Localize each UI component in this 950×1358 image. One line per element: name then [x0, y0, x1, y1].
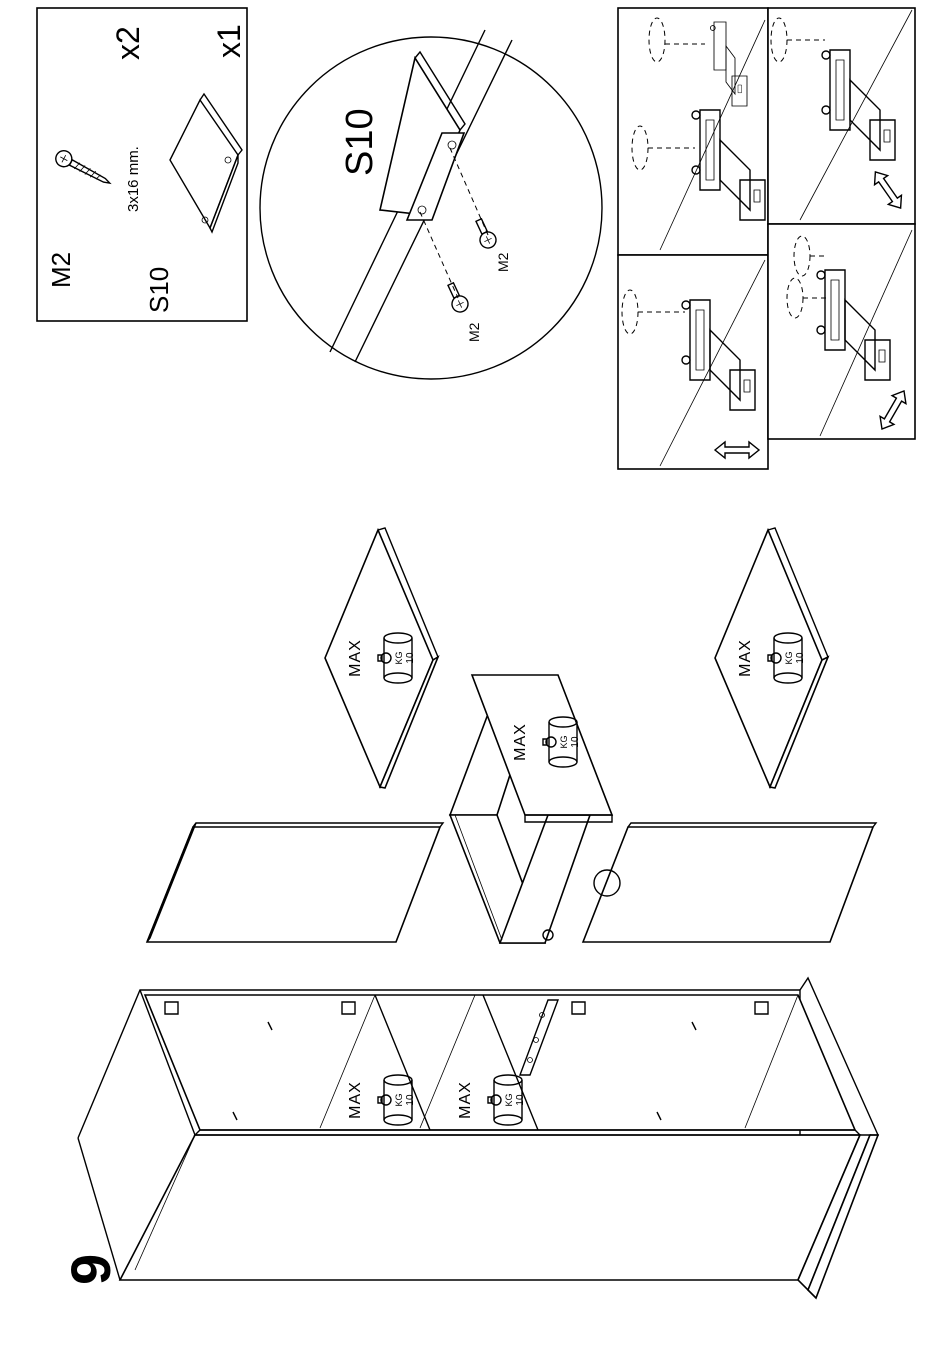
screw-code-label: M2 — [46, 252, 76, 288]
svg-text:KG: KG — [394, 1093, 404, 1106]
svg-text:MAX: MAX — [347, 639, 364, 677]
svg-text:KG: KG — [559, 735, 569, 748]
screw-size-label: 3x16 mm. — [125, 146, 142, 212]
svg-text:MAX: MAX — [737, 639, 754, 677]
hinge-adjustment-panels — [618, 8, 915, 469]
detail-screw-label-2: M2 — [466, 322, 482, 342]
svg-text:MAX: MAX — [457, 1081, 474, 1119]
svg-text:KG: KG — [784, 651, 794, 664]
svg-text:10: 10 — [515, 1094, 526, 1106]
svg-text:MAX: MAX — [347, 1081, 364, 1119]
drawer: MAX KG 10 — [450, 675, 612, 943]
shelf-bracket-detail — [380, 52, 465, 220]
svg-text:10: 10 — [405, 652, 416, 664]
detail-magnifier: S10 M2 M2 — [260, 30, 602, 379]
svg-text:10: 10 — [405, 1094, 416, 1106]
bracket-code-label: S10 — [144, 267, 174, 313]
svg-text:10: 10 — [570, 736, 581, 748]
svg-text:KG: KG — [394, 651, 404, 664]
svg-text:10: 10 — [795, 652, 806, 664]
shelf-top: MAX KG 10 — [325, 528, 438, 788]
door-right — [583, 823, 876, 942]
shelf-right: MAX KG 10 — [715, 528, 828, 788]
svg-text:KG: KG — [504, 1093, 514, 1106]
parts-box: M2 3x16 mm. x2 S10 x1 — [37, 8, 247, 321]
bracket-quantity: x1 — [211, 24, 247, 58]
cabinet: MAX KG 10 MAX KG 10 — [78, 978, 878, 1298]
detail-part-label: S10 — [339, 108, 381, 176]
screw-quantity: x2 — [110, 26, 146, 60]
svg-text:MAX: MAX — [512, 723, 529, 761]
screw-detail-2 — [443, 281, 470, 315]
door-left — [147, 823, 443, 942]
detail-screw-label-1: M2 — [495, 252, 511, 272]
screw-detail-1 — [471, 217, 498, 251]
step-number: 9 — [59, 1254, 122, 1285]
